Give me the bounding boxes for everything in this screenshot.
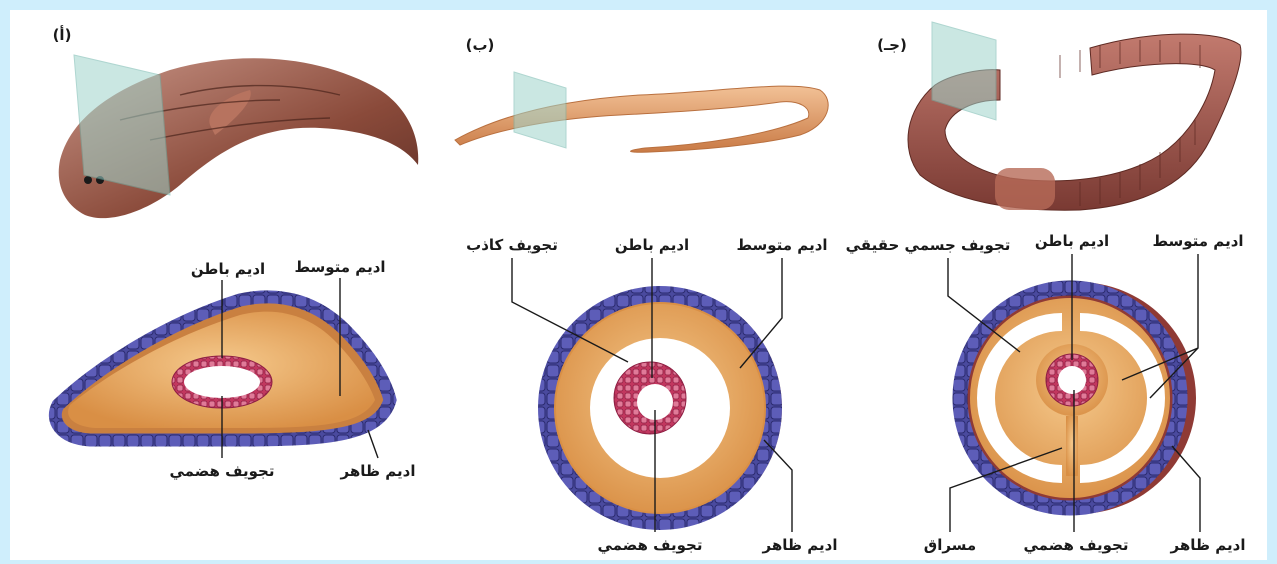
panel-b-tag: (ب) <box>466 36 495 54</box>
panel-c-mesoderm-label: اديم متوسط <box>1152 232 1243 250</box>
panel-c-gut-label: تجويف هضمي <box>1024 536 1129 554</box>
panel-c: (جـ) تجويف جسمي حقيقي اديم باطن اديم متو… <box>846 22 1246 554</box>
panel-b: (ب) تجويف كاذب اديم باطن اديم متوسط تجوي… <box>455 36 837 554</box>
panel-b-mesoderm-label: اديم متوسط <box>736 236 827 254</box>
roundworm-illustration <box>455 72 828 152</box>
panel-c-endoderm-label: اديم باطن <box>1035 232 1109 250</box>
coelomate-cross-section <box>960 282 1196 514</box>
panel-a-ectoderm-leader <box>368 430 378 458</box>
earthworm-illustration <box>908 22 1241 210</box>
panel-c-tag: (جـ) <box>877 36 907 54</box>
panel-c-coelom-label: تجويف جسمي حقيقي <box>846 236 1011 254</box>
panel-a-mesoderm-label: اديم متوسط <box>294 258 385 276</box>
panel-a-gut-label: تجويف هضمي <box>170 462 275 480</box>
panel-b-ectoderm-label: اديم ظاهر <box>762 536 838 554</box>
panel-a: (أ) اديم متوسط اديم باطن تجويف هضمي اديم… <box>53 25 419 480</box>
panel-b-endoderm-label: اديم باطن <box>615 236 689 254</box>
panel-c-mesentery-label: مسراق <box>924 536 976 554</box>
panel-b-gut-label: تجويف هضمي <box>598 536 703 554</box>
flatworm-illustration <box>59 55 419 218</box>
panel-a-ectoderm-label: اديم ظاهر <box>340 462 416 480</box>
panel-b-pseudocoelom-label: تجويف كاذب <box>466 236 558 254</box>
panel-a-tag: (أ) <box>53 25 72 44</box>
panel-a-endoderm-label: اديم باطن <box>191 260 265 278</box>
pseudocoelomate-cross-section <box>546 288 782 528</box>
panel-c-ectoderm-label: اديم ظاهر <box>1170 536 1246 554</box>
